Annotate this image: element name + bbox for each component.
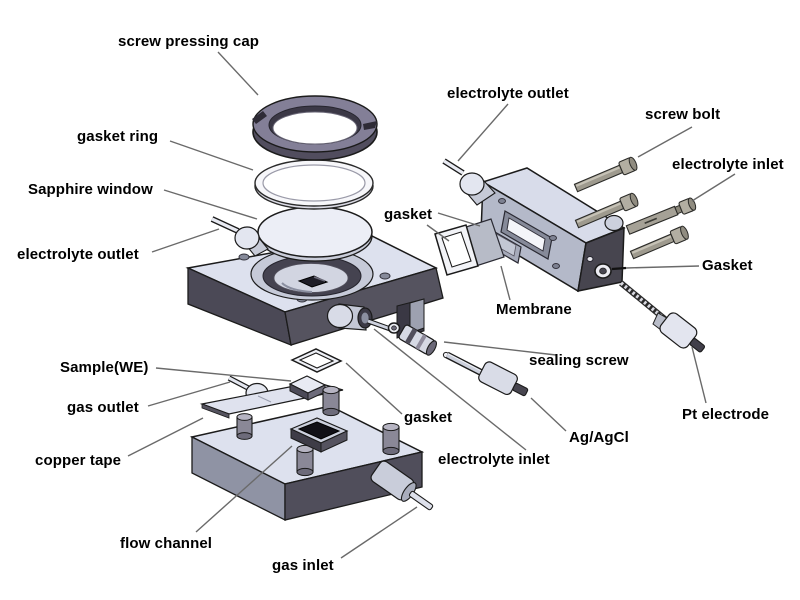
- alignment-pin-4: [296, 444, 314, 477]
- label-gas-inlet: gas inlet: [272, 557, 334, 574]
- leader-flow-channel: [195, 445, 293, 533]
- label-membrane: Membrane: [496, 301, 572, 318]
- label-flow-channel: flow channel: [120, 535, 213, 552]
- leader-gasket-right: [625, 265, 700, 269]
- label-pt-electrode: Pt electrode: [682, 406, 770, 423]
- sealing-screw: [398, 324, 438, 356]
- label-screw-pressing-cap: screw pressing cap: [118, 33, 260, 50]
- leader-ag-agcl: [530, 397, 567, 432]
- cap-notch: [252, 111, 267, 124]
- leader-screw-bolt: [637, 126, 693, 158]
- leader-gasket-right-tick: [611, 266, 627, 271]
- label-screw-bolt: screw bolt: [645, 106, 721, 123]
- sapphire-window: [257, 206, 373, 262]
- label-sapphire-window: Sapphire window: [28, 181, 153, 198]
- leader-screw-pressing-cap: [217, 51, 259, 96]
- label-sample-we: Sample(WE): [60, 359, 149, 376]
- leader-electrolyte-outlet-left: [151, 228, 220, 253]
- leader-gasket-ring: [169, 140, 254, 171]
- ag-agcl-electrode: [442, 351, 529, 397]
- alignment-pin-2: [236, 413, 253, 440]
- electrolyte-inlet-fitting: [625, 197, 697, 235]
- label-gasket-right: Gasket: [702, 257, 753, 274]
- sample-working-electrode: [288, 375, 327, 401]
- leader-gasket-mid-a: [437, 212, 481, 227]
- leader-electrolyte-inlet-right: [691, 173, 736, 202]
- block-slot: [500, 210, 553, 260]
- label-copper-tape: copper tape: [35, 452, 122, 469]
- plate-notch-wall: [409, 298, 425, 334]
- screw-bolt-1: [573, 156, 638, 193]
- label-electrolyte-inlet-bottom: electrolyte inlet: [438, 451, 550, 468]
- alignment-pin-3: [382, 422, 400, 456]
- label-gasket-mid: gasket: [384, 206, 433, 223]
- gasket-ring-part: [254, 159, 374, 210]
- screw-bolt-3: [629, 225, 689, 260]
- leader-sapphire-window: [163, 189, 258, 220]
- cap-notch: [363, 121, 377, 130]
- pt-electrode: [619, 280, 706, 353]
- leader-sealing-screw: [443, 341, 557, 356]
- sample-through-window: [297, 275, 329, 288]
- gas-inlet-fitting: [370, 460, 434, 511]
- square-gasket: [290, 348, 343, 373]
- leader-gasket-mid-b: [426, 224, 450, 242]
- flow-channel-block: [289, 417, 349, 453]
- leader-pt-electrode: [691, 346, 707, 404]
- screw-pressing-cap: [252, 95, 378, 161]
- gasket-frame-left: [434, 224, 479, 276]
- leader-electrolyte-inlet-bottom: [373, 328, 527, 451]
- leader-copper-tape: [127, 417, 204, 457]
- port-gasket-ring: [387, 322, 401, 334]
- screw-bolt-2: [574, 192, 639, 229]
- leader-sample-we: [155, 367, 292, 382]
- plate-hole: [238, 253, 250, 261]
- leader-gas-inlet: [340, 506, 418, 559]
- leader-membrane: [500, 265, 511, 301]
- label-electrolyte-inlet-right: electrolyte inlet: [672, 156, 784, 173]
- block-outlet-fitting: [442, 158, 496, 206]
- leader-electrolyte-outlet-top: [457, 103, 509, 162]
- label-ag-agcl: Ag/AgCl: [569, 429, 629, 446]
- label-gasket-bottom: gasket: [404, 409, 453, 426]
- label-electrolyte-outlet-left: electrolyte outlet: [17, 246, 139, 263]
- label-gas-outlet: gas outlet: [67, 399, 139, 416]
- alignment-pin-1: [322, 385, 340, 417]
- leader-gasket-bottom: [345, 362, 403, 415]
- plate-outlet-fitting: [210, 216, 269, 257]
- inlet-boss: [604, 214, 624, 232]
- block-gasket-ring: [594, 263, 612, 279]
- label-sealing-screw: sealing screw: [529, 352, 629, 369]
- label-electrolyte-outlet-top: electrolyte outlet: [447, 85, 569, 102]
- leader-lines: [127, 51, 736, 559]
- leader-gas-outlet: [147, 381, 231, 407]
- plate-hole: [379, 272, 391, 280]
- label-gasket-ring: gasket ring: [77, 128, 159, 145]
